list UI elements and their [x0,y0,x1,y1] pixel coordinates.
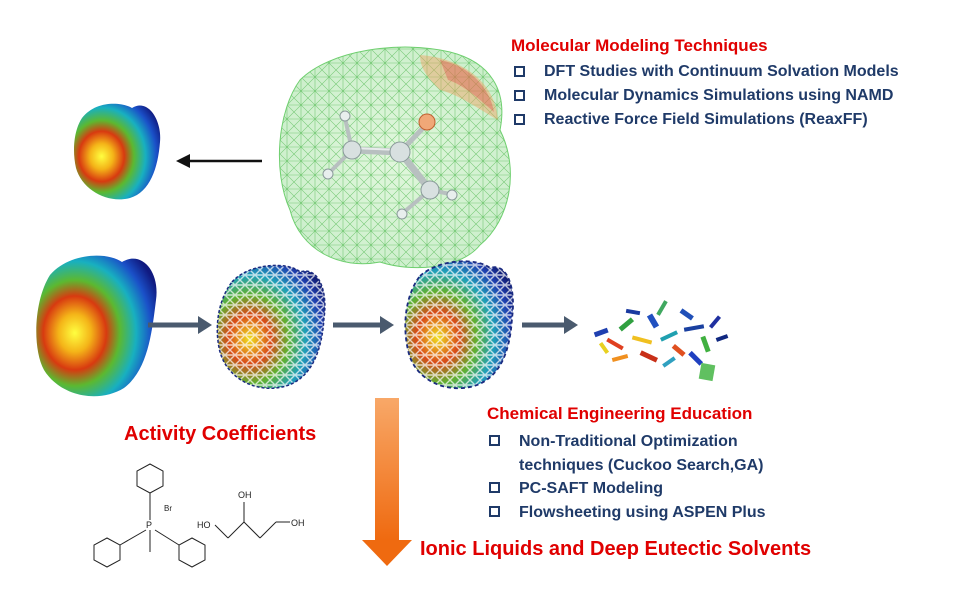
left-arrow [176,154,262,168]
modeling-item: Molecular Dynamics Simulations using NAM… [514,84,899,108]
checkbox-icon [514,90,525,101]
phosphorus-label: P [146,520,152,530]
education-item-continuation: techniques (Cuckoo Search,GA) [489,454,766,478]
modeling-item-label: Molecular Dynamics Simulations using NAM… [544,87,894,104]
glycerol-structure [214,502,290,539]
mesh-surface-2 [404,260,514,390]
modeling-item: Reactive Force Field Simulations (ReaxFF… [514,108,899,132]
flow-arrow-3 [522,316,578,334]
education-item-label: techniques (Cuckoo Search,GA) [519,456,764,474]
big-down-arrow [362,398,412,566]
education-item: PC-SAFT Modeling [489,477,766,501]
modeling-item: DFT Studies with Continuum Solvation Mod… [514,60,899,84]
oh-top-label: OH [238,490,252,500]
scattered-fragments [593,300,729,382]
checkbox-icon [489,505,500,517]
activity-coefficients-label: Activity Coefficients [124,423,317,445]
checkbox-icon [489,482,500,493]
molecule-atoms [322,110,458,220]
education-item-label: PC-SAFT Modeling [519,480,663,497]
flow-arrow-2 [333,316,394,334]
modeling-heading: Molecular Modeling Techniques [511,36,768,55]
checkbox-icon [514,66,525,77]
modeling-item-label: Reactive Force Field Simulations (ReaxFF… [544,111,868,128]
flow-arrow-1 [148,316,212,334]
education-list: Non-Traditional Optimization techniques … [489,430,766,524]
modeling-item-label: DFT Studies with Continuum Solvation Mod… [544,63,899,80]
checkbox-icon [489,435,500,446]
large-surface [36,255,157,397]
oh-right-label: OH [291,518,305,528]
small-surface-top [74,103,161,200]
education-item-label: Flowsheeting using ASPEN Plus [519,503,766,521]
education-heading: Chemical Engineering Education [487,404,753,423]
education-item-label: Non-Traditional Optimization [519,433,738,450]
modeling-list: DFT Studies with Continuum Solvation Mod… [514,60,899,132]
ionic-liquids-label: Ionic Liquids and Deep Eutectic Solvents [420,538,812,560]
wireframe-molecule-cloud [278,46,511,269]
checkbox-icon [514,114,525,125]
bromide-label: Br [164,504,172,513]
education-item: Non-Traditional Optimization [489,430,766,454]
education-item: Flowsheeting using ASPEN Plus [489,501,766,525]
ho-left-label: HO [197,520,211,530]
mesh-surface-1 [216,264,326,389]
phosphonium-structure [93,463,206,568]
